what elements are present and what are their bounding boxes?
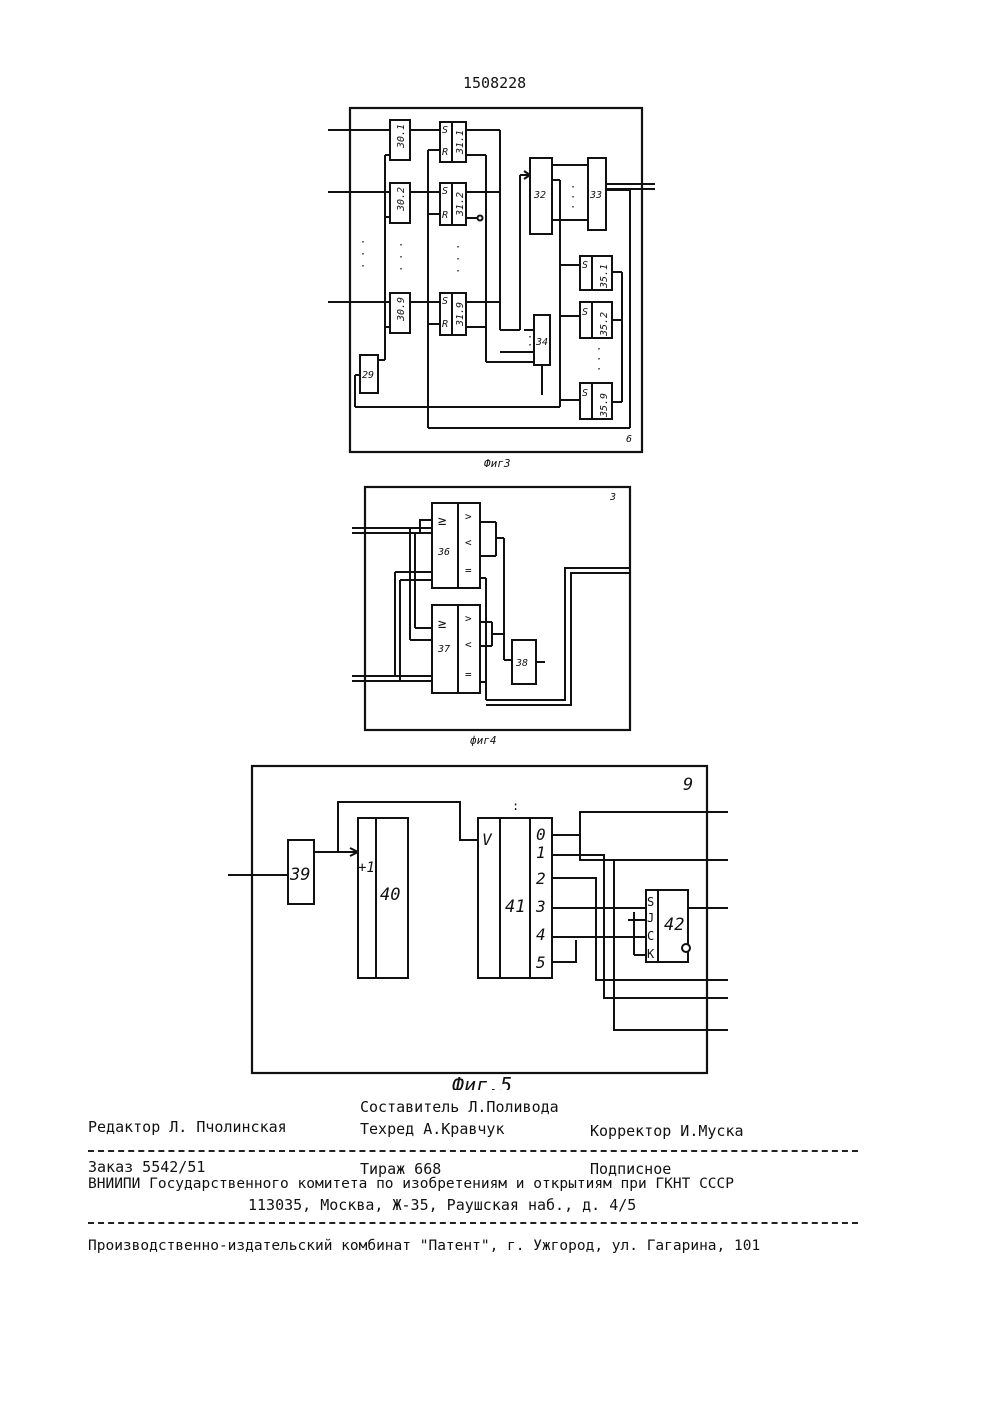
fig4-corner-label: 3 xyxy=(609,492,616,503)
trigger-42-j: J xyxy=(647,911,654,925)
svg-text:·: · xyxy=(360,261,366,272)
decoder-41-out2: 2 xyxy=(536,869,546,888)
comparator-36-symbol: ≥ xyxy=(438,513,446,529)
trigger-31-2-s: S xyxy=(442,186,448,197)
trigger-31-2-label: 31.2 xyxy=(455,192,466,217)
svg-text:·: · xyxy=(527,340,533,351)
comparator-36-gt: > xyxy=(465,510,472,523)
decoder-41-label: 41 xyxy=(505,897,525,917)
fig4-caption: фиг4 xyxy=(470,734,497,747)
footer-proofreader: Корректор И.Муска xyxy=(590,1122,744,1140)
svg-text:·: · xyxy=(455,242,461,253)
decoder-41-input: V xyxy=(482,830,493,849)
footer-rule-top xyxy=(88,1150,858,1152)
counter-40-label: 40 xyxy=(380,885,400,905)
footer-editor: Редактор Л. Пчолинская xyxy=(88,1118,287,1136)
comparator-36-eq: = xyxy=(465,564,472,577)
svg-text:·: · xyxy=(455,266,461,277)
patent-drawing-sheet: 1508228 6 ··· 30.1 30.2 ··· 30.9 S R 31.… xyxy=(0,0,1000,1090)
trigger-31-1-s: S xyxy=(442,125,448,136)
patent-number: 1508228 xyxy=(463,74,526,92)
trigger-35-9-label: 35.9 xyxy=(599,393,610,418)
trigger-35-2-label: 35.2 xyxy=(599,312,610,337)
trigger-31-1-r: R xyxy=(442,147,448,158)
comparator-37-symbol: ≥ xyxy=(438,616,446,632)
block-34-label: 34 xyxy=(535,337,548,348)
trigger-31-9-label: 31.9 xyxy=(455,302,466,327)
svg-text:·: · xyxy=(398,240,404,251)
block-29-label: 29 xyxy=(362,370,374,381)
comparator-37-gt: > xyxy=(465,612,472,625)
svg-text:·: · xyxy=(360,249,366,260)
svg-text:·: · xyxy=(398,264,404,275)
block-30-2-label: 30.2 xyxy=(396,187,407,212)
footer-tech-editor: Техред А.Кравчук xyxy=(360,1120,505,1138)
trigger-31-9-s: S xyxy=(442,296,448,307)
trigger-35-1-s: S xyxy=(582,260,588,271)
comparator-37-label: 37 xyxy=(437,644,450,655)
trigger-42-s: S xyxy=(647,895,654,909)
block-39-label: 39 xyxy=(289,865,310,885)
block-30-9-label: 30.9 xyxy=(396,297,407,322)
trigger-42-k: K xyxy=(647,947,655,961)
fig3-diagram: 6 ··· 30.1 30.2 ··· 30.9 S R 31.1 S R 31 xyxy=(328,108,655,470)
svg-text:·: · xyxy=(455,254,461,265)
svg-text::: : xyxy=(512,799,519,813)
footer-compiler: Составитель Л.Поливода xyxy=(360,1098,559,1116)
svg-text:·: · xyxy=(570,202,576,213)
fig5-diagram: 9 39 +1 40 V 41 : 0 1 2 3 4 5 xyxy=(228,766,728,1090)
counter-40-input: +1 xyxy=(358,860,375,876)
comparator-37-eq: = xyxy=(465,668,472,681)
fig4-diagram: 3 ≥ 36 > < = ≥ 37 > < = xyxy=(352,487,630,747)
comparator-36-label: 36 xyxy=(437,547,450,558)
fig3-corner-label: 6 xyxy=(626,434,632,445)
trigger-31-2-r: R xyxy=(442,210,448,221)
decoder-41-out4: 4 xyxy=(536,925,546,944)
footer-order: Заказ 5542/51 xyxy=(88,1158,205,1176)
footer-org-line: ВНИИПИ Государственного комитета по изоб… xyxy=(88,1176,734,1192)
trigger-35-2-s: S xyxy=(582,307,588,318)
svg-text:·: · xyxy=(398,252,404,263)
trigger-31-9-r: R xyxy=(442,319,448,330)
trigger-35-1-label: 35.1 xyxy=(599,264,610,289)
block-33-label: 33 xyxy=(589,190,602,201)
footer-address: 113035, Москва, Ж-35, Раушская наб., д. … xyxy=(248,1196,636,1214)
svg-text:·: · xyxy=(596,364,602,375)
fig5-corner-label: 9 xyxy=(683,775,693,795)
trigger-31-1-label: 31.1 xyxy=(455,130,466,155)
decoder-41-out5: 5 xyxy=(536,953,546,972)
trigger-42-label: 42 xyxy=(664,915,684,935)
fig5-caption: Фиг.5 xyxy=(452,1073,512,1090)
block-32-label: 32 xyxy=(533,190,546,201)
footer-publisher: Производственно-издательский комбинат "П… xyxy=(88,1238,760,1254)
decoder-41-out1: 1 xyxy=(536,843,546,862)
block-30-1-label: 30.1 xyxy=(396,124,407,149)
fig4-frame xyxy=(365,487,630,730)
trigger-35-9-s: S xyxy=(582,388,588,399)
fig3-caption: Фиг3 xyxy=(484,457,511,470)
footer-rule-bottom xyxy=(88,1222,858,1224)
comparator-37-lt: < xyxy=(465,638,472,651)
trigger-42-c: C xyxy=(647,929,654,943)
decoder-41-out3: 3 xyxy=(535,897,546,916)
decoder-41-out0: 0 xyxy=(536,825,546,844)
svg-text:·: · xyxy=(360,237,366,248)
comparator-36-lt: < xyxy=(465,536,472,549)
block-38-label: 38 xyxy=(515,658,528,669)
